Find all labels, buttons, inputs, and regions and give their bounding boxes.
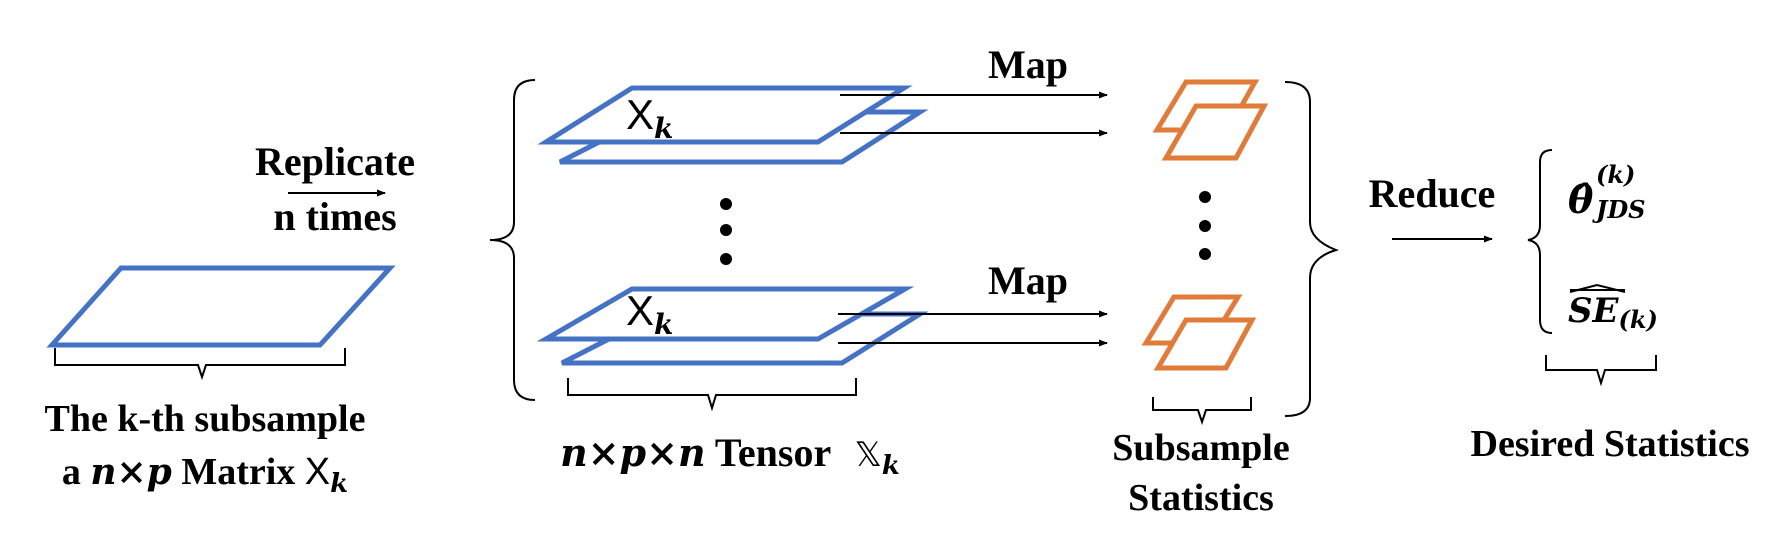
subsample-matrix-shape	[46, 265, 396, 348]
statistic-top-front	[1161, 103, 1269, 161]
tensor-caption: n×p×n Tensor 𝕏k	[560, 430, 900, 481]
tensor-slice-top-label: Xk	[626, 91, 673, 145]
statistics-ellipsis-dot-1	[1199, 191, 1211, 203]
statistics-ellipsis-dot-3	[1199, 248, 1211, 260]
map-label-top: Map	[988, 42, 1068, 87]
desired-statistics-caption: Desired Statistics	[1471, 423, 1750, 465]
matrix-brace	[54, 348, 346, 381]
desired-left-brace	[1527, 149, 1553, 334]
se-hat-peak	[1569, 283, 1626, 293]
replicate-label: Replicate	[255, 139, 415, 184]
desired-brace	[1545, 355, 1657, 387]
tensor-ellipsis-dot-1	[720, 198, 732, 210]
statistics-ellipsis-dot-2	[1199, 220, 1211, 232]
theta-subscript: JDS	[1592, 195, 1646, 224]
tensor-brace	[567, 378, 857, 412]
statistic-bottom-front	[1153, 317, 1257, 371]
tensor-slice-top-front	[537, 85, 913, 145]
tensor-slice-bottom-front	[536, 286, 915, 342]
matrix-caption-line2: a n×p Matrix Xk	[62, 451, 348, 499]
map-label-bottom: Map	[988, 258, 1068, 303]
tensor-left-brace	[489, 79, 536, 401]
replicate-times-label: n times	[273, 194, 396, 239]
reduce-label: Reduce	[1369, 171, 1496, 216]
theta-jds-estimator: θ̂	[1568, 177, 1594, 222]
theta-superscript: (k)	[1596, 160, 1635, 189]
statistics-right-brace	[1284, 81, 1340, 417]
subsample-statistics-line1: Subsample	[1112, 427, 1289, 469]
statistics-brace	[1152, 397, 1252, 426]
se-estimator: SE(k)	[1568, 291, 1658, 334]
tensor-slice-bottom-label: Xk	[626, 287, 673, 341]
tensor-ellipsis-dot-3	[720, 253, 732, 265]
matrix-caption-line1: The k-th subsample	[45, 398, 366, 440]
tensor-ellipsis-dot-2	[720, 224, 732, 236]
subsample-statistics-line2: Statistics	[1128, 477, 1274, 519]
